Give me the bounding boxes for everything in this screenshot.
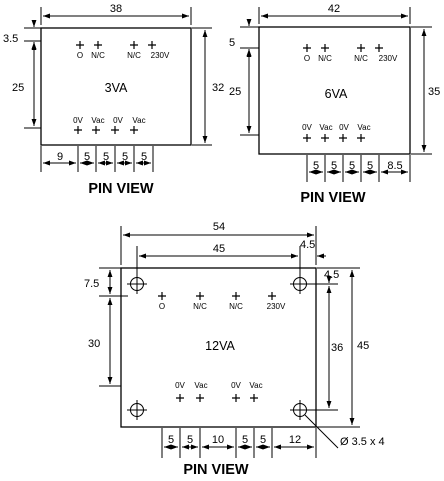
mounting-hole-icon <box>127 400 147 420</box>
mounting-hole-icon <box>290 400 310 420</box>
12va-pin-label: Vac <box>249 381 262 390</box>
3va-width-label: 38 <box>110 3 122 15</box>
6va-pin-label: Vac <box>357 123 370 132</box>
6va-pin-label: O <box>304 54 310 63</box>
6va-pitch-label: 5 <box>349 160 355 172</box>
12va-texts: 54 45 4.5 4.5 7.5 30 36 45 12VA O N/C N/… <box>84 221 385 478</box>
3va-pin-label: 0V <box>113 116 123 125</box>
12va-pin-label: N/C <box>229 302 243 311</box>
12va-hole-offset-label: 4.5 <box>300 239 315 251</box>
3va-pitch-label: 5 <box>84 151 90 163</box>
6va-pin-label: N/C <box>318 54 332 63</box>
3va-pitch-label: 9 <box>57 151 63 163</box>
3va-pitch-label: 5 <box>141 151 147 163</box>
3va-bottom-pins <box>74 126 138 134</box>
3va-pin-label: N/C <box>91 51 105 60</box>
6va-pin-label: 0V <box>302 123 312 132</box>
6va-pitch-label: 5 <box>313 160 319 172</box>
12va-pin-span-label: 30 <box>88 338 100 350</box>
12va-pin-label: 230V <box>267 302 286 311</box>
6va-bottom-pins <box>303 134 365 142</box>
12va-pitch-label: 10 <box>212 434 224 446</box>
3va-view-title: PIN VIEW <box>88 181 154 197</box>
unit-6va <box>240 7 432 182</box>
3va-pin-label: 0V <box>73 116 83 125</box>
6va-view-title: PIN VIEW <box>300 190 366 206</box>
3va-pin-label: N/C <box>127 51 141 60</box>
12va-view-title: PIN VIEW <box>183 462 249 478</box>
mounting-hole-icon <box>290 274 310 294</box>
3va-height-label: 32 <box>212 82 224 94</box>
6va-pitch-label: 5 <box>367 160 373 172</box>
12va-model-label: 12VA <box>205 339 235 353</box>
12va-body <box>120 267 317 428</box>
hole-note: Ø 3.5 x 4 <box>340 436 385 448</box>
6va-pin-label: N/C <box>354 54 368 63</box>
6va-body <box>258 26 411 155</box>
12va-hole-span-v-label: 36 <box>331 342 343 354</box>
6va-pin-label: 230V <box>379 54 398 63</box>
12va-pin-label: 0V <box>231 381 241 390</box>
12va-hole-offset-v-label: 4.5 <box>324 269 339 281</box>
3va-pin-label: Vac <box>132 116 145 125</box>
3va-texts: 38 3.5 25 32 3VA O N/C N/C 230V 0V Vac 0… <box>3 3 224 197</box>
12va-bottom-pins <box>176 394 258 402</box>
12va-pin-label: 0V <box>175 381 185 390</box>
3va-top-pins <box>76 41 156 49</box>
3va-pin-label: 230V <box>151 51 170 60</box>
6va-width-label: 42 <box>328 3 340 15</box>
12va-pitch-label: 5 <box>168 434 174 446</box>
6va-model-label: 6VA <box>325 87 348 101</box>
12va-hole-span-label: 45 <box>213 243 225 255</box>
3va-pitch-label: 5 <box>122 151 128 163</box>
12va-pitch-label: 12 <box>289 434 301 446</box>
12va-height-label: 45 <box>357 340 369 352</box>
6va-height-label: 35 <box>428 86 440 98</box>
6va-pitch-label: 5 <box>331 160 337 172</box>
6va-pin-span-label: 25 <box>229 86 241 98</box>
3va-top-gap-label: 3.5 <box>3 33 18 45</box>
6va-top-pins <box>303 44 383 52</box>
12va-pin-label: O <box>159 302 165 311</box>
6va-top-gap-label: 5 <box>229 37 235 49</box>
12va-pitch-label: 5 <box>242 434 248 446</box>
12va-top-pins <box>158 292 276 300</box>
6va-texts: 42 5 25 35 6VA O N/C N/C 230V 0V Vac 0V … <box>229 3 440 206</box>
mounting-hole-icon <box>127 274 147 294</box>
3va-pin-span-label: 25 <box>12 82 24 94</box>
3va-pin-label: Vac <box>91 116 104 125</box>
12va-pitch-label: 5 <box>260 434 266 446</box>
12va-pin-label: N/C <box>193 302 207 311</box>
6va-pin-label: 0V <box>339 123 349 132</box>
3va-pitch-label: 5 <box>103 151 109 163</box>
3va-body <box>40 27 192 146</box>
12va-pitch-label: 5 <box>187 434 193 446</box>
12va-pin-label: Vac <box>194 381 207 390</box>
unit-3va <box>24 7 212 172</box>
3va-pin-label: O <box>77 51 83 60</box>
unit-12va <box>99 226 360 458</box>
6va-pin-label: Vac <box>319 123 332 132</box>
12va-top-gap-label: 7.5 <box>84 278 99 290</box>
6va-pitch-label: 8.5 <box>387 160 402 172</box>
12va-width-label: 54 <box>213 221 225 233</box>
3va-model-label: 3VA <box>105 81 128 95</box>
